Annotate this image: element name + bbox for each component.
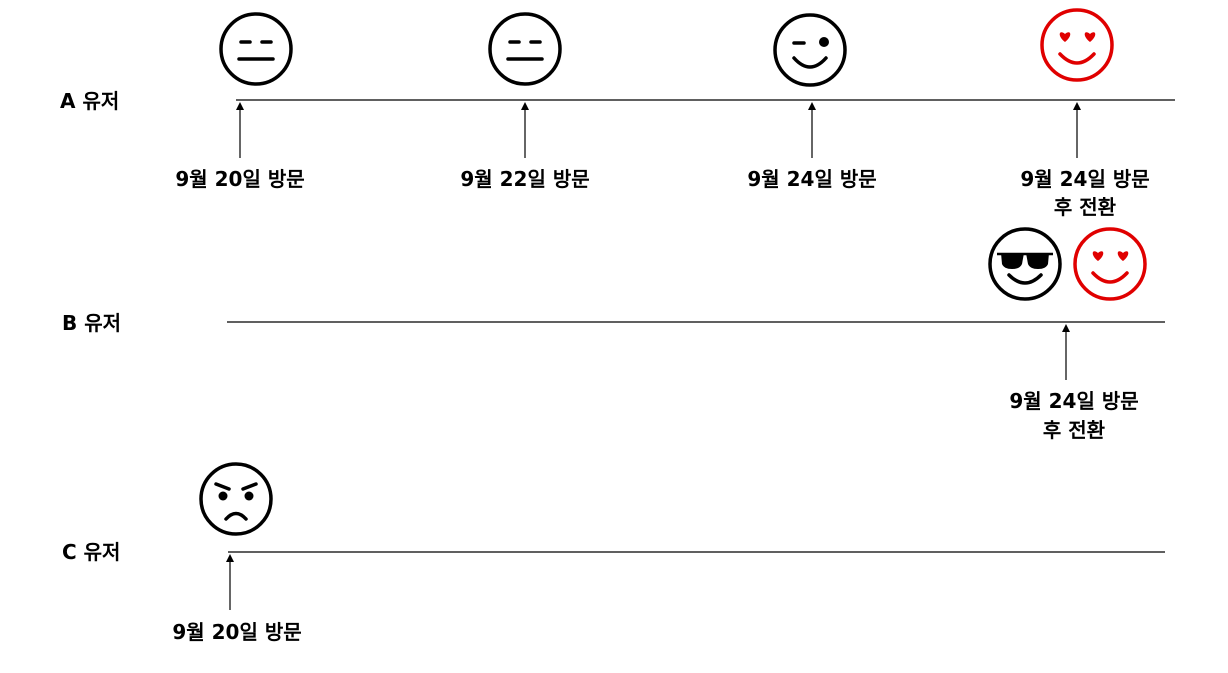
event-label-line-2: 후 전환 [1054, 195, 1117, 219]
event-label-line-1: 9월 24일 방문 [747, 167, 876, 191]
event-a-2: 9월 22일 방문 [460, 12, 590, 191]
heart-eyes-face-icon [1073, 227, 1147, 301]
event-label-line-1: 9월 20일 방문 [172, 620, 301, 644]
timeline-row-c: C 유저 9월 20일 방문 [62, 462, 1165, 644]
event-c-1: 9월 20일 방문 [172, 462, 302, 644]
event-a-4: 9월 24일 방문 후 전환 [1020, 8, 1150, 219]
user-label-c: C 유저 [62, 540, 120, 564]
event-b-1: 9월 24일 방문 후 전환 [988, 227, 1147, 442]
neutral-face-icon [219, 12, 293, 86]
neutral-face-icon [488, 12, 562, 86]
timeline-row-b: B 유저 9월 24일 방문 후 전환 [62, 227, 1165, 442]
timeline-row-a: A 유저 9월 20일 방문 9월 22일 방문 9월 24일 방문 9월 24… [60, 8, 1175, 219]
event-label-line-1: 9월 24일 방문 [1020, 167, 1149, 191]
winking-face-icon [773, 13, 847, 87]
event-label-line-1: 9월 24일 방문 [1009, 389, 1138, 413]
sunglasses-face-icon [988, 227, 1062, 301]
heart-eyes-face-icon [1040, 8, 1114, 82]
user-label-b: B 유저 [62, 311, 121, 335]
event-label-line-1: 9월 22일 방문 [460, 167, 589, 191]
event-a-3: 9월 24일 방문 [747, 13, 877, 191]
event-label-line-1: 9월 20일 방문 [175, 167, 304, 191]
event-label-line-2: 후 전환 [1043, 418, 1106, 442]
angry-face-icon [199, 462, 273, 536]
user-label-a: A 유저 [60, 89, 119, 113]
event-a-1: 9월 20일 방문 [175, 12, 305, 191]
